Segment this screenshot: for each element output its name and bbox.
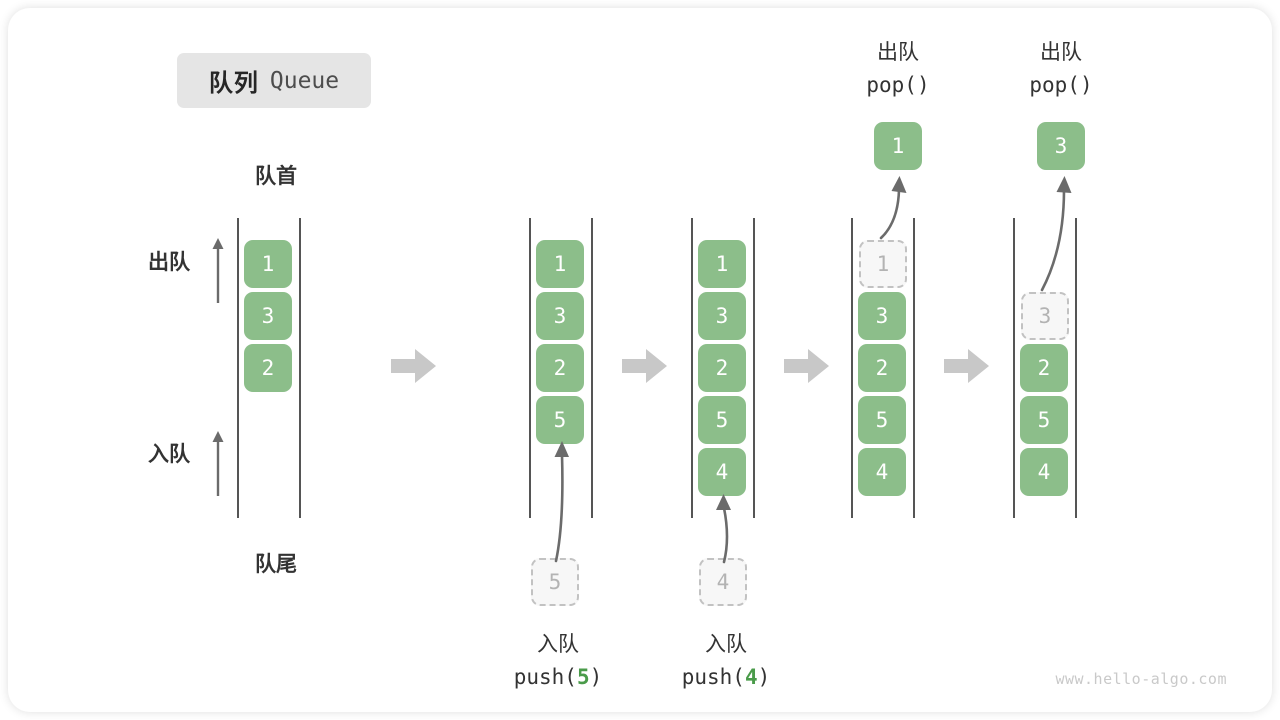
pop-1-label-code: pop() [813, 69, 983, 102]
title-en: Queue [269, 67, 340, 94]
queue-rail-right-2 [591, 218, 593, 518]
push-5-label-cn: 入队 [537, 632, 579, 656]
push-5-label: 入队 push(5) [468, 628, 648, 693]
queue-cell: 4 [1020, 448, 1068, 496]
code-suffix: ) [916, 72, 930, 97]
incoming-ghost-cell: 4 [699, 558, 747, 606]
queue-cell: 2 [244, 344, 292, 392]
push-4-label-cn: 入队 [705, 632, 747, 656]
pop-3-label: 出队 pop() [976, 36, 1146, 101]
queue-cell: 2 [698, 344, 746, 392]
code-prefix: push( [681, 664, 745, 689]
queue-cell: 2 [1020, 344, 1068, 392]
queue-rail-right-3 [753, 218, 755, 518]
step-separator-arrow-icon [391, 349, 436, 383]
queue-rail-left-3 [691, 218, 693, 518]
code-number: 5 [576, 664, 590, 689]
queue-rail-right-4 [913, 218, 915, 518]
push-4-label-code: push(4) [636, 661, 816, 694]
code-prefix: pop( [866, 72, 917, 97]
queue-cell: 1 [536, 240, 584, 288]
pop-1-label: 出队 pop() [813, 36, 983, 101]
popped-cell: 1 [874, 122, 922, 170]
code-suffix: ) [589, 664, 603, 689]
queue-cell: 5 [858, 396, 906, 444]
enqueue-direction-label: 入队 [148, 442, 190, 466]
dequeue-up-arrow-icon [212, 238, 224, 303]
queue-rail-left-5 [1013, 218, 1015, 518]
enqueue-up-arrow-icon [212, 431, 224, 496]
popped-cell: 3 [1037, 122, 1085, 170]
queue-rail-left-2 [529, 218, 531, 518]
push-arrow-icon [716, 494, 731, 564]
head-label: 队首 [255, 164, 297, 188]
queue-cell: 5 [536, 396, 584, 444]
queue-cell: 3 [858, 292, 906, 340]
step-separator-arrow-icon [622, 349, 667, 383]
queue-cell: 5 [1020, 396, 1068, 444]
push-arrow-icon [554, 441, 569, 563]
step-separator-arrow-icon [944, 349, 989, 383]
push-4-label: 入队 push(4) [636, 628, 816, 693]
code-suffix: ) [757, 664, 771, 689]
queue-rail-left-4 [851, 218, 853, 518]
pop-3-label-cn: 出队 [1040, 40, 1082, 64]
pop-3-label-code: pop() [976, 69, 1146, 102]
code-number: 4 [744, 664, 758, 689]
code-suffix: ) [1079, 72, 1093, 97]
queue-cell: 3 [536, 292, 584, 340]
diagram-canvas: 队列 Queue 队首 队尾 1 3 2 出队 入队 1 3 2 5 5 入队 … [8, 8, 1272, 712]
queue-cell: 5 [698, 396, 746, 444]
code-prefix: pop( [1029, 72, 1080, 97]
queue-cell: 2 [858, 344, 906, 392]
title-badge: 队列 Queue [177, 53, 371, 108]
queue-cell: 4 [698, 448, 746, 496]
pop-1-label-cn: 出队 [877, 40, 919, 64]
pop-arrow-icon [1040, 176, 1072, 292]
incoming-ghost-cell: 5 [531, 558, 579, 606]
vacated-ghost-cell: 3 [1021, 292, 1069, 340]
code-prefix: push( [513, 664, 577, 689]
vacated-ghost-cell: 1 [859, 240, 907, 288]
queue-rail-right-5 [1075, 218, 1077, 518]
tail-label: 队尾 [255, 552, 297, 576]
dequeue-direction-label: 出队 [148, 250, 190, 274]
queue-cell: 4 [858, 448, 906, 496]
queue-cell: 1 [244, 240, 292, 288]
watermark: www.hello-algo.com [1055, 670, 1227, 688]
title-cn: 队列 [208, 69, 259, 97]
pop-arrow-icon [879, 176, 907, 240]
push-5-label-code: push(5) [468, 661, 648, 694]
queue-rail-left-1 [237, 218, 239, 518]
queue-cell: 1 [698, 240, 746, 288]
queue-cell: 2 [536, 344, 584, 392]
queue-cell: 3 [698, 292, 746, 340]
step-separator-arrow-icon [784, 349, 829, 383]
queue-cell: 3 [244, 292, 292, 340]
queue-rail-right-1 [299, 218, 301, 518]
